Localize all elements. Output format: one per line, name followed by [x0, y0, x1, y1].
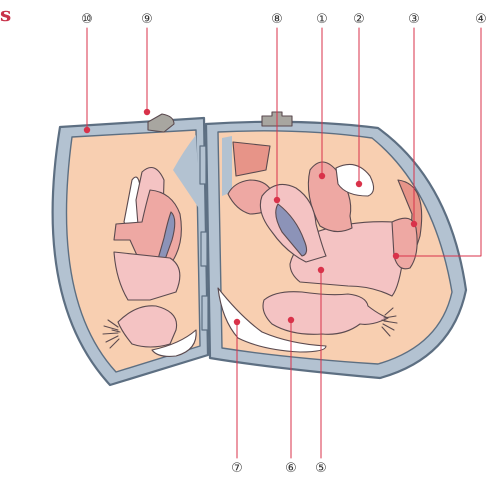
right-gray-area — [222, 136, 232, 196]
callout-label-8: ⑧ — [271, 13, 283, 26]
leader-dot-9 — [144, 109, 150, 115]
left-half — [53, 118, 208, 385]
callout-label-5: ⑤ — [315, 462, 327, 475]
callout-label-7: ⑦ — [231, 462, 243, 475]
left-lower-organ — [114, 252, 180, 300]
leader-dot-7 — [234, 319, 240, 325]
leader-dot-8 — [274, 197, 280, 203]
callout-label-6: ⑥ — [285, 462, 297, 475]
right-half — [206, 112, 466, 378]
leader-dot-6 — [288, 317, 294, 323]
callout-label-10: ⑩ — [81, 13, 93, 26]
callout-label-9: ⑨ — [141, 13, 153, 26]
leader-dot-2 — [356, 181, 362, 187]
leader-dot-1 — [319, 173, 325, 179]
callout-label-3: ③ — [408, 13, 420, 26]
leader-dot-5 — [318, 267, 324, 273]
callout-label-1: ① — [316, 13, 328, 26]
leader-dot-10 — [84, 127, 90, 133]
leader-dot-4 — [393, 253, 399, 259]
leader-dot-3 — [411, 221, 417, 227]
callout-label-4: ④ — [475, 13, 487, 26]
callout-label-2: ② — [353, 13, 365, 26]
